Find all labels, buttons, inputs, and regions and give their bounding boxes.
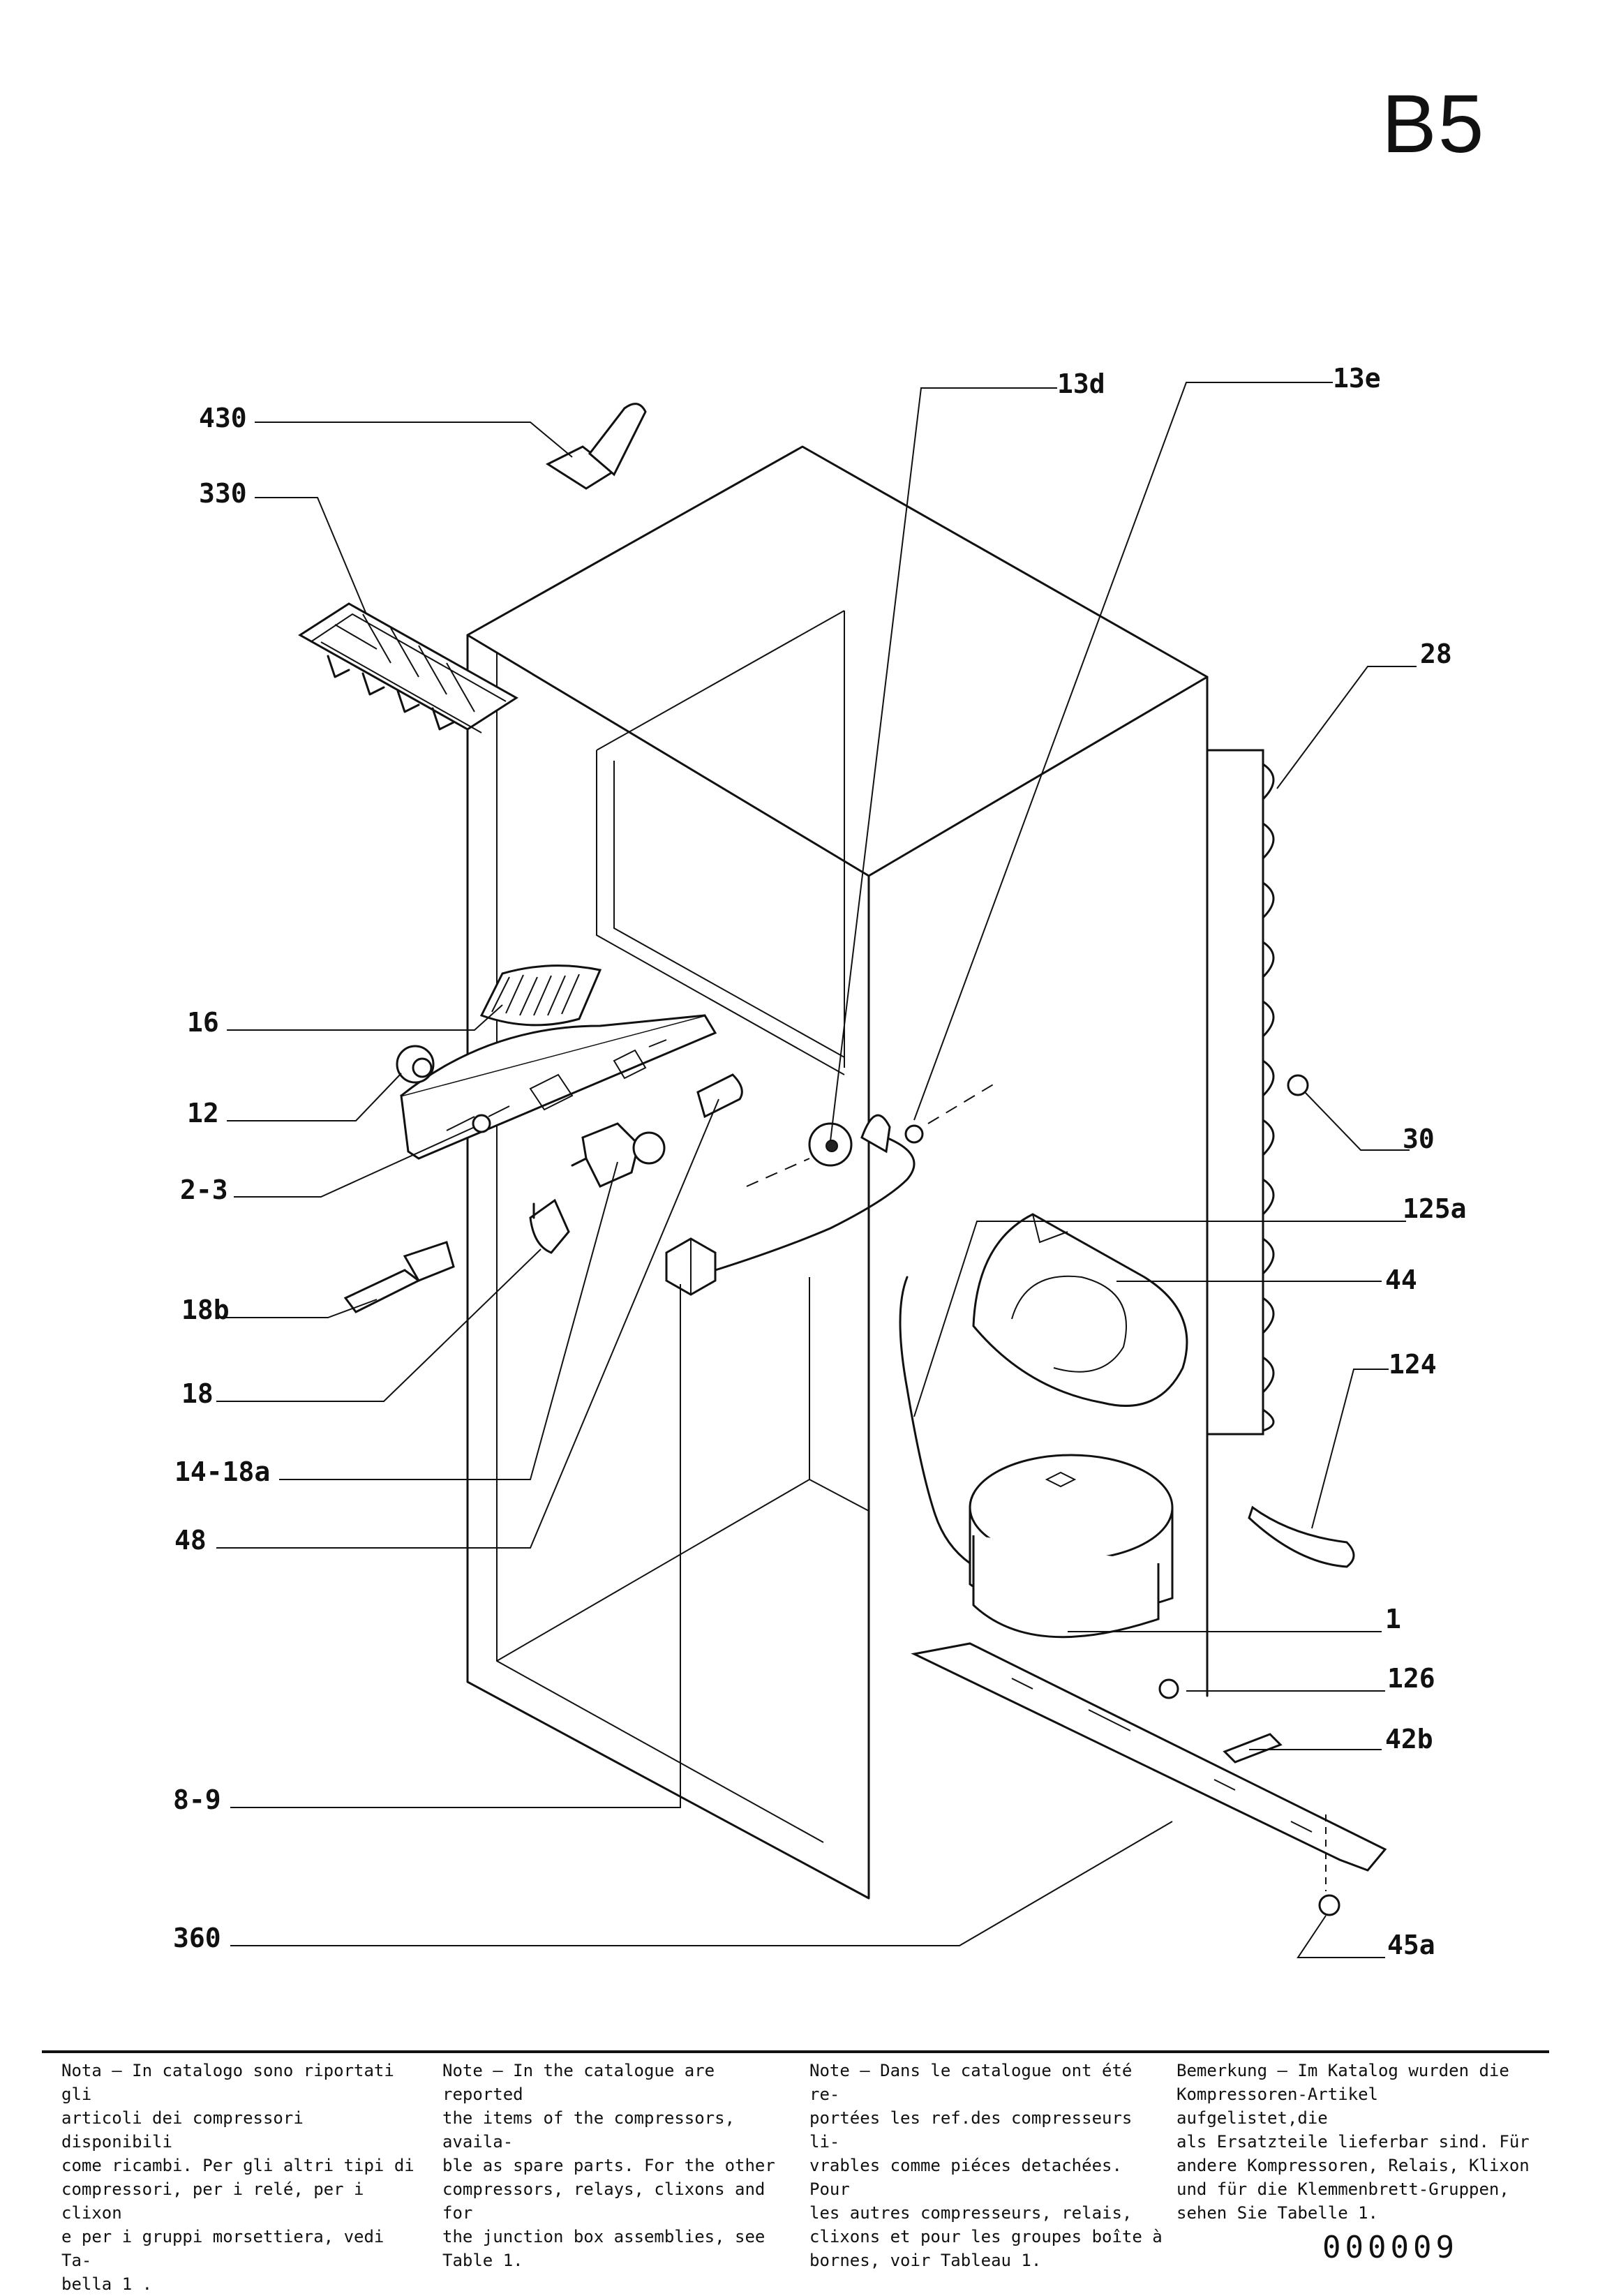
label-48: 48 (174, 1525, 207, 1556)
label-360: 360 (173, 1923, 221, 1953)
condenser-coil (1206, 749, 1275, 1436)
label-430: 430 (199, 403, 247, 433)
note-italian: Nota – In catalogo sono riportati gli ar… (61, 2061, 414, 2294)
label-8-9: 8-9 (173, 1784, 221, 1815)
label-42b: 42b (1385, 1724, 1433, 1754)
label-1: 1 (1385, 1604, 1401, 1634)
lamp-holder (343, 1241, 455, 1313)
note-french: Note – Dans le catalogue ont été re- por… (809, 2061, 1163, 2270)
thermostat (571, 1122, 666, 1188)
cabinet-outline (466, 445, 1209, 1900)
footer-divider (42, 2050, 1549, 2053)
page-code: B5 (1382, 78, 1486, 170)
base-plate (911, 1642, 1387, 1872)
leader-lines (216, 382, 1417, 1958)
note-english: Note – In the catalogue are reported the… (442, 2061, 775, 2270)
ice-scraper (545, 403, 647, 490)
control-housing (400, 1014, 717, 1160)
evaporator-plate (746, 1081, 999, 1187)
lamp-bulb (696, 1073, 743, 1119)
control-knob (396, 1045, 435, 1084)
label-18: 18 (181, 1378, 214, 1409)
label-28: 28 (1420, 639, 1452, 669)
label-13e: 13e (1333, 363, 1381, 394)
label-124: 124 (1389, 1349, 1437, 1380)
label-126: 126 (1387, 1663, 1435, 1694)
small-parts (1158, 1074, 1355, 1916)
switch (529, 1198, 570, 1254)
label-45a: 45a (1387, 1930, 1435, 1960)
label-125a: 125a (1403, 1193, 1467, 1224)
label-13d: 13d (1057, 368, 1105, 399)
label-330: 330 (199, 478, 247, 509)
label-14-18a: 14-18a (174, 1456, 270, 1487)
ice-tray (298, 602, 518, 733)
label-12: 12 (187, 1098, 219, 1128)
label-2-3: 2-3 (180, 1175, 228, 1205)
document-number: 000009 (1322, 2230, 1458, 2265)
drip-tray (972, 1213, 1188, 1407)
note-german: Bemerkung – Im Katalog wurden die Kompre… (1176, 2061, 1530, 2223)
label-18b: 18b (181, 1295, 230, 1325)
lamp-cover (479, 964, 602, 1027)
compressor (969, 1454, 1174, 1639)
junction-box (665, 1136, 916, 1296)
label-16: 16 (187, 1007, 219, 1038)
label-30: 30 (1403, 1124, 1435, 1154)
label-44: 44 (1385, 1265, 1417, 1295)
process-tube (899, 1276, 971, 1565)
